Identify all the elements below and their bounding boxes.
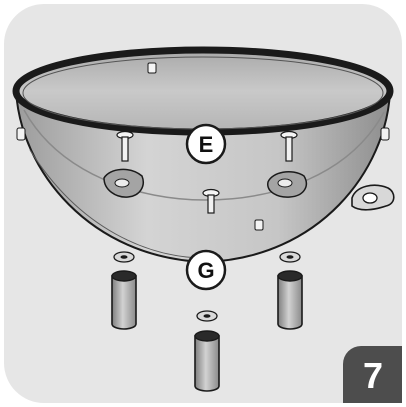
leg-icon bbox=[278, 271, 302, 329]
callout-g-label: G bbox=[197, 258, 214, 283]
callout-e: E bbox=[187, 125, 225, 163]
leg-icon bbox=[112, 271, 136, 329]
step-number: 7 bbox=[363, 355, 383, 396]
washer-icon bbox=[197, 311, 217, 321]
callout-e-label: E bbox=[199, 132, 214, 157]
washer-icon bbox=[280, 252, 300, 262]
leg-socket-icon bbox=[268, 172, 307, 197]
leg-icon bbox=[195, 331, 219, 391]
washer-icon bbox=[114, 252, 134, 262]
callout-g: G bbox=[187, 251, 225, 289]
handle-icon bbox=[352, 185, 394, 210]
step-badge: 7 bbox=[343, 346, 402, 403]
